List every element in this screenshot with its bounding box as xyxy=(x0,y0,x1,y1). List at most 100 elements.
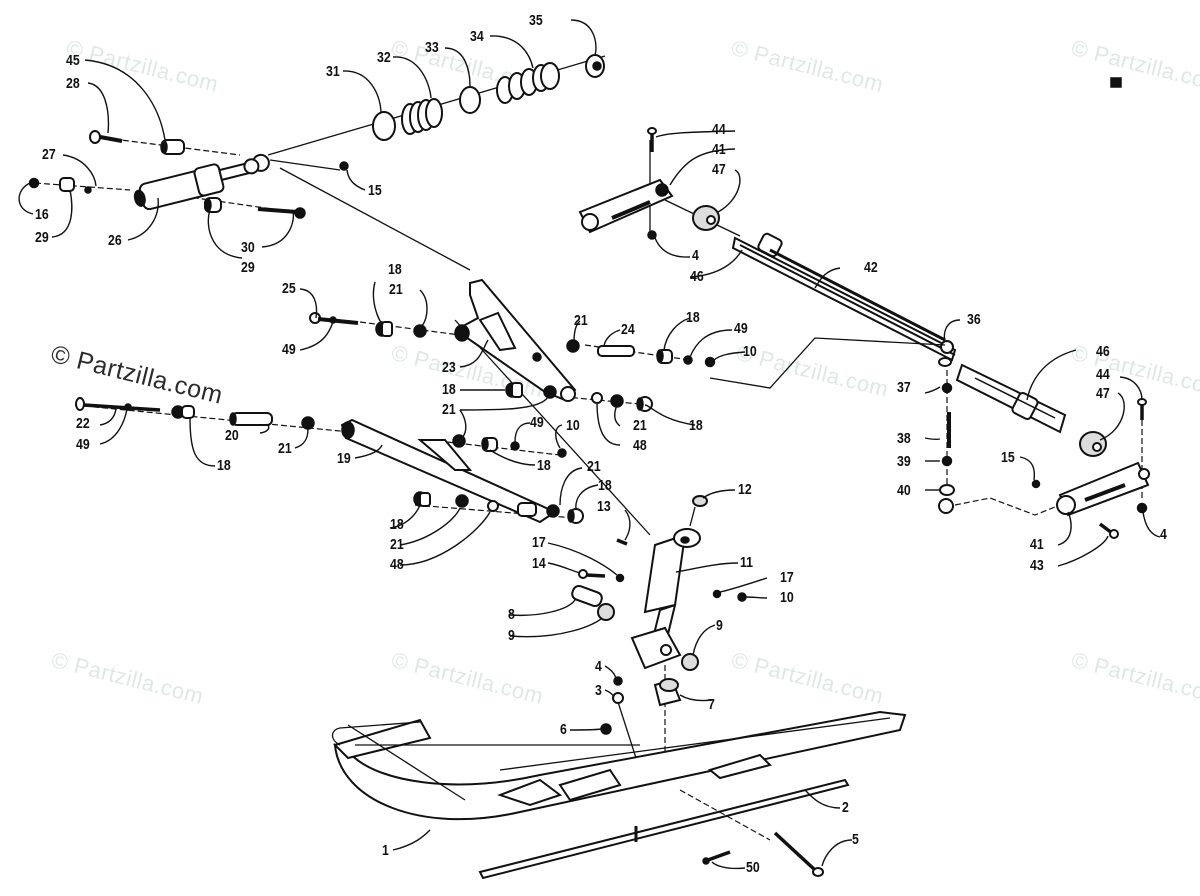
callout-50[interactable]: 50 xyxy=(746,859,760,876)
callout-17-right[interactable]: 17 xyxy=(780,569,794,586)
washer-17a xyxy=(615,573,625,583)
callout-40[interactable]: 40 xyxy=(897,482,911,499)
callout-36[interactable]: 36 xyxy=(967,311,981,328)
callout-21-upper[interactable]: 21 xyxy=(574,312,588,329)
nut-15 xyxy=(339,161,349,171)
washer-17b xyxy=(712,589,722,599)
nut-4 xyxy=(647,230,657,240)
callout-31[interactable]: 31 xyxy=(326,63,340,80)
callout-9-right[interactable]: 9 xyxy=(716,617,723,634)
callout-27[interactable]: 27 xyxy=(42,146,56,163)
callout-11[interactable]: 11 xyxy=(740,554,754,571)
callout-49-left[interactable]: 49 xyxy=(76,436,90,453)
nut-4b xyxy=(1136,502,1148,514)
washer-27 xyxy=(84,186,92,194)
callout-22[interactable]: 22 xyxy=(76,415,90,432)
callout-42[interactable]: 42 xyxy=(864,259,878,276)
tie-rod-end-36 xyxy=(938,340,954,367)
callout-21-bottom[interactable]: 21 xyxy=(587,458,601,475)
callout-46-right[interactable]: 46 xyxy=(1096,343,1110,360)
callout-29[interactable]: 29 xyxy=(35,229,49,246)
callout-15-right[interactable]: 15 xyxy=(1001,449,1015,466)
callout-44-right[interactable]: 44 xyxy=(1096,366,1110,383)
callout-21-right[interactable]: 21 xyxy=(633,417,647,434)
callout-34[interactable]: 34 xyxy=(470,28,484,45)
callout-5[interactable]: 5 xyxy=(852,831,859,848)
callout-18[interactable]: 18 xyxy=(388,261,402,278)
callout-41-right[interactable]: 41 xyxy=(1030,536,1044,553)
callout-39[interactable]: 39 xyxy=(897,453,911,470)
callout-13[interactable]: 13 xyxy=(597,498,611,515)
callout-24[interactable]: 24 xyxy=(621,321,635,338)
tie-rod-42 xyxy=(731,232,957,362)
callout-17[interactable]: 17 xyxy=(532,534,546,551)
callout-45[interactable]: 45 xyxy=(66,52,80,69)
ball-joint-40 xyxy=(938,484,955,514)
callout-18-right[interactable]: 18 xyxy=(689,417,703,434)
callout-43[interactable]: 43 xyxy=(1030,557,1044,574)
callout-48-spindle[interactable]: 48 xyxy=(390,556,404,573)
callout-18-upper[interactable]: 18 xyxy=(686,309,700,326)
callout-46[interactable]: 46 xyxy=(690,268,704,285)
bolt-25 xyxy=(309,312,359,325)
callout-41[interactable]: 41 xyxy=(712,141,726,158)
bolt-43 xyxy=(1098,522,1119,539)
callout-29-lower[interactable]: 29 xyxy=(241,259,255,276)
callout-10-spindle[interactable]: 10 xyxy=(780,589,794,606)
shock-absorber-group xyxy=(28,55,606,271)
callout-18-mid[interactable]: 18 xyxy=(442,381,456,398)
callout-21-left[interactable]: 21 xyxy=(278,440,292,457)
callout-1[interactable]: 1 xyxy=(382,842,389,859)
callout-28[interactable]: 28 xyxy=(66,75,80,92)
callout-18-bottom[interactable]: 18 xyxy=(598,477,612,494)
callout-4[interactable]: 4 xyxy=(692,247,699,264)
callout-14[interactable]: 14 xyxy=(532,555,546,572)
callout-33[interactable]: 33 xyxy=(425,39,439,56)
callout-25[interactable]: 25 xyxy=(282,280,296,297)
callout-21[interactable]: 21 xyxy=(389,281,403,298)
callout-48[interactable]: 48 xyxy=(633,437,647,454)
spring-32 xyxy=(401,98,443,135)
callout-20[interactable]: 20 xyxy=(225,427,239,444)
callout-30[interactable]: 30 xyxy=(241,239,255,256)
callout-47-right[interactable]: 47 xyxy=(1096,385,1110,402)
callout-2[interactable]: 2 xyxy=(842,799,849,816)
callout-19[interactable]: 19 xyxy=(337,450,351,467)
bushing-18f xyxy=(481,437,498,452)
callout-15[interactable]: 15 xyxy=(368,182,382,199)
steering-arm-41b xyxy=(1056,461,1150,517)
callout-49-lower[interactable]: 49 xyxy=(530,414,544,431)
callout-18-lower[interactable]: 18 xyxy=(537,457,551,474)
callout-26[interactable]: 26 xyxy=(108,232,122,249)
callout-8[interactable]: 8 xyxy=(508,606,515,623)
nut-6 xyxy=(600,723,612,735)
callout-7[interactable]: 7 xyxy=(708,696,715,713)
callout-10[interactable]: 10 xyxy=(743,343,757,360)
callout-49-upper[interactable]: 49 xyxy=(734,320,748,337)
callout-38[interactable]: 38 xyxy=(897,430,911,447)
callout-49[interactable]: 49 xyxy=(282,341,296,358)
callout-10-lower[interactable]: 10 xyxy=(566,417,580,434)
callout-32[interactable]: 32 xyxy=(377,49,391,66)
callout-18-left[interactable]: 18 xyxy=(217,457,231,474)
bolt-28 xyxy=(89,130,123,144)
callout-3[interactable]: 3 xyxy=(595,682,602,699)
a-arm-23 xyxy=(454,278,577,402)
callout-4-ski[interactable]: 4 xyxy=(595,658,602,675)
callout-37[interactable]: 37 xyxy=(897,379,911,396)
callout-16[interactable]: 16 xyxy=(35,206,49,223)
spindle-group xyxy=(571,495,747,760)
callout-12[interactable]: 12 xyxy=(738,481,752,498)
callout-21-spindle[interactable]: 21 xyxy=(390,536,404,553)
callout-6[interactable]: 6 xyxy=(560,721,567,738)
callout-23[interactable]: 23 xyxy=(442,359,456,376)
callout-35[interactable]: 35 xyxy=(529,12,543,29)
callout-44[interactable]: 44 xyxy=(712,121,726,138)
callout-21-mid[interactable]: 21 xyxy=(442,401,456,418)
bolt-22 xyxy=(75,397,161,412)
callout-47[interactable]: 47 xyxy=(712,161,726,178)
callout-9[interactable]: 9 xyxy=(508,627,515,644)
callout-4-right[interactable]: 4 xyxy=(1160,526,1167,543)
washer-37 xyxy=(941,382,953,394)
callout-18-spindle[interactable]: 18 xyxy=(390,516,404,533)
